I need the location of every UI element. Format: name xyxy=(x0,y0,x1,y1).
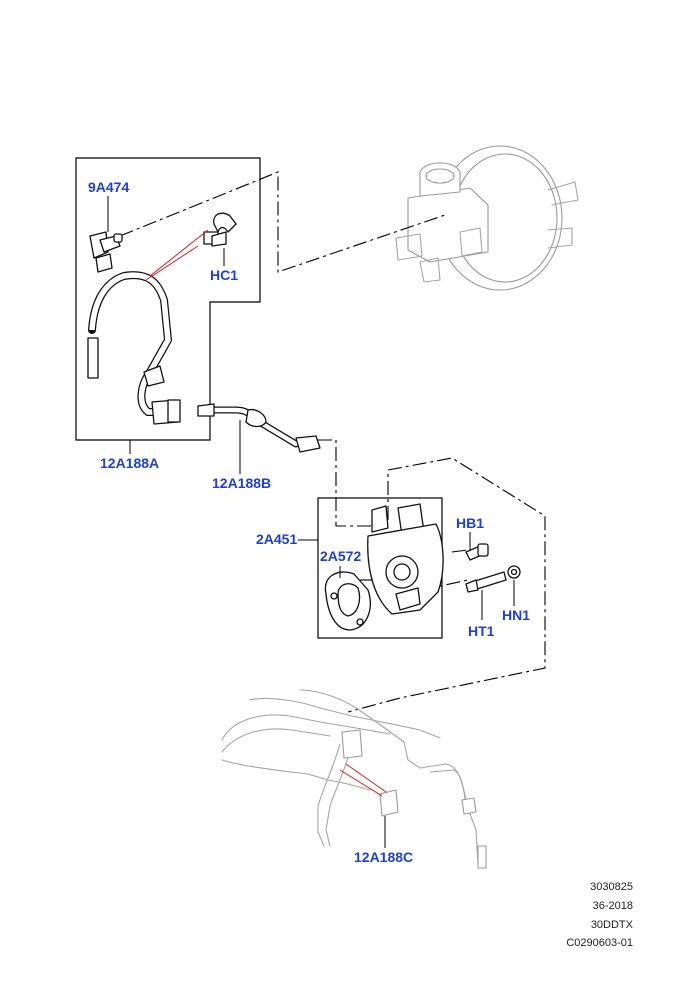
label-hn1[interactable]: HN1 xyxy=(502,607,530,623)
label-hb1[interactable]: HB1 xyxy=(456,515,484,531)
pressure-sensor-part[interactable] xyxy=(89,231,123,273)
hose-clip-part[interactable] xyxy=(203,212,237,247)
leader-lines xyxy=(107,196,515,848)
vacuum-pump-part[interactable] xyxy=(367,503,444,615)
label-hc1[interactable]: HC1 xyxy=(210,267,238,283)
label-2a451[interactable]: 2A451 xyxy=(256,531,297,547)
reference-line: 36-2018 xyxy=(593,900,633,912)
label-12a188b[interactable]: 12A188B xyxy=(212,475,271,491)
gasket-part[interactable] xyxy=(324,571,371,631)
reference-line: 30DDTX xyxy=(591,919,634,931)
label-12a188a[interactable]: 12A188A xyxy=(100,455,159,471)
reference-block: 3030825 36-2018 30DDTX C0290603-01 xyxy=(566,881,633,949)
nut-part[interactable] xyxy=(507,565,521,579)
vacuum-harness-ghost xyxy=(221,689,487,869)
vacuum-hose-b-part[interactable] xyxy=(197,403,321,453)
vacuum-hose-a-part[interactable] xyxy=(87,271,181,425)
brake-booster-ghost xyxy=(395,145,579,291)
label-2a572[interactable]: 2A572 xyxy=(320,548,361,564)
reference-line: C0290603-01 xyxy=(566,937,633,949)
reference-line: 3030825 xyxy=(590,881,633,893)
bolt-part[interactable] xyxy=(465,543,489,561)
label-12a188c[interactable]: 12A188C xyxy=(354,849,413,865)
label-ht1[interactable]: HT1 xyxy=(468,623,495,639)
stud-part[interactable] xyxy=(465,571,507,593)
label-9a474[interactable]: 9A474 xyxy=(88,179,129,195)
group-outline-upper xyxy=(75,157,261,441)
